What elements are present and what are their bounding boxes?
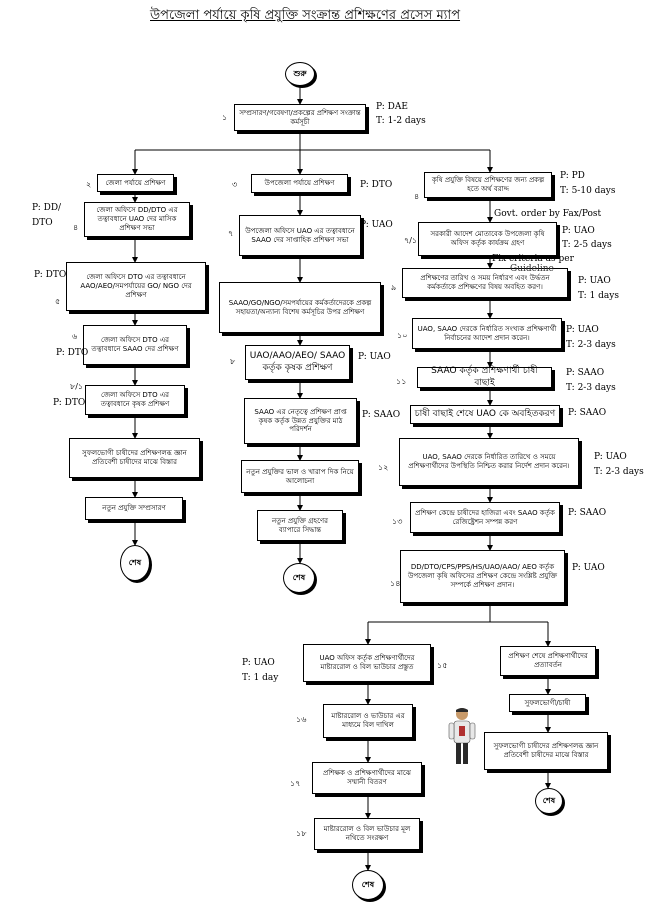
middle-end-oval: শেষ [283, 563, 315, 593]
right-step-3-time: T: 2-3 days [566, 340, 616, 350]
middle-step-6-box: নতুন প্রযুক্তি গ্রহণের ব্যাপারে সিদ্ধান্… [257, 510, 343, 541]
left-step-3-responsible: P: DTO [56, 348, 89, 358]
step-1-box: সম্প্রসারণ/গবেষণা/প্রকল্পের প্রশিক্ষণ সং… [234, 104, 366, 131]
knowledge-spread-box: সুফলভোগী চাষীদের প্রশিক্ষণলব্ধ জ্ঞান প্র… [484, 732, 608, 770]
bottom-end-oval: শেষ [352, 870, 384, 900]
step-number: ১৫ [437, 661, 448, 670]
step-3-box: উপজেলা পর্যায়ে প্রশিক্ষণ [251, 174, 348, 193]
middle-step-3-box: UAO/AAO/AEO/ SAAO কর্তৃক কৃষক প্রশিক্ষণ [245, 345, 350, 380]
left-step-1-responsible-cont: DTO [32, 218, 53, 228]
right-step-4-responsible: P: SAAO [566, 368, 605, 378]
middle-step-4-responsible: P: SAAO [362, 410, 401, 420]
step-number: ৬ [72, 332, 78, 341]
right-step-6-box: UAO, SAAO দেরকে নির্ধারিত তারিখে ও সময়ে… [399, 438, 579, 486]
step-4-time: T: 5-10 days [560, 186, 616, 196]
fix-criteria-note: Fix criteria as per [492, 254, 574, 264]
right-step-3-responsible: P: UAO [566, 325, 599, 335]
bottom-step-15-box: UAO অফিস কর্তৃক প্রশিক্ষণার্থীদের মাষ্টা… [303, 644, 431, 682]
step-number: ৪ [414, 192, 420, 201]
left-step-4-box: জেলা অফিসে DTO এর তত্বাবধানে কৃষক প্রশিক… [85, 385, 185, 415]
right-step-5-box: চাষী বাছাই শেষে UAO কে অবহিতকরণ [410, 405, 560, 424]
return-trainees-box: প্রশিক্ষণ শেষে প্রশিক্ষণার্থীদের প্রত্যা… [500, 646, 596, 676]
step-number: ১৩ [392, 517, 403, 526]
right-step-4-time: T: 2-3 days [566, 383, 616, 393]
left-step-1-box: জেলা অফিসে DD/DTO এর তত্বাবধানে UAO দের … [84, 202, 190, 237]
step-1-time: T: 1-2 days [376, 116, 426, 126]
bottom-step-15-responsible: P: UAO [242, 658, 275, 668]
left-step-2-box: জেলা অফিসে DTO এর তত্বাবধানে AAO/AEO/সমপ… [66, 262, 206, 311]
page-title: উপজেলা পর্যায়ে কৃষি প্রযুক্তি সংক্রান্ত… [150, 8, 461, 23]
step-number: ১১ [396, 377, 407, 386]
step-4-responsible: P: PD [560, 171, 585, 181]
guideline-note: Guideline [510, 264, 554, 274]
step-number: ১৬ [296, 715, 307, 724]
right-step-4-box: SAAO কর্তৃক প্রশিক্ষণার্থী চাষী বাছাই [417, 366, 552, 388]
step-number: ৫ [55, 297, 61, 306]
right-step-1-box: সরকারী আদেশ মোতাবেক উপজেলা কৃষি অফিস কর্… [418, 222, 557, 256]
step-number: ২ [86, 180, 92, 189]
right-step-8-responsible: P: UAO [572, 563, 605, 573]
step-number: ১৪ [390, 579, 401, 588]
right-step-2-time: T: 1 days [578, 291, 619, 301]
step-number: ৮/১ [70, 382, 84, 391]
right-end-oval: শেষ [535, 788, 563, 814]
step-2-box: জেলা পর্যায়ে প্রশিক্ষণ [97, 174, 174, 192]
step-1-responsible: P: DAE [376, 102, 408, 112]
step-number: ১৮ [296, 829, 307, 838]
middle-step-1-box: উপজেলা অফিসে UAO এর তত্বাবধানে SAAO দের … [239, 215, 361, 256]
bottom-step-18-box: মাষ্টাররোল ও বিল ভাউচার মূল নথিতে সংরক্ষ… [314, 818, 420, 850]
right-step-3-box: UAO, SAAO দেরকে নির্ধারিত সংখ্যক প্রশিক্… [412, 318, 562, 349]
step-3-responsible: P: DTO [360, 180, 393, 190]
govt-order-note: Govt. order by Fax/Post [494, 209, 602, 219]
middle-step-4-box: SAAO এর নেতৃত্বে প্রশিক্ষণ প্রাপ্ত কৃষক … [244, 398, 357, 444]
step-number: ১০ [397, 331, 408, 340]
middle-step-3-responsible: P: UAO [358, 352, 391, 362]
left-step-4-responsible: P: DTO [53, 398, 86, 408]
middle-step-1-responsible: P: UAO [360, 220, 393, 230]
left-step-2-responsible: P: DTO [34, 270, 67, 280]
bottom-step-17-box: প্রশিক্ষক ও প্রশিক্ষণার্থীদের মাঝে সম্মা… [312, 762, 422, 794]
left-step-3-box: জেলা অফিসে DTO এর তত্বাবধানে SAAO দের প্… [83, 325, 187, 365]
right-step-6-time: T: 2-3 days [594, 467, 644, 477]
right-step-1-time: T: 2-5 days [562, 240, 612, 250]
step-number: ৮ [230, 357, 236, 366]
step-number: ১ [222, 113, 228, 122]
middle-step-5-box: নতুন প্রযুক্তির ভাল ও খারাপ দিক নিয়ে আল… [241, 460, 359, 493]
right-step-8-box: DD/DTO/CPS/PPS/HS/UAO/AAO/ AEO কর্তৃক উপ… [400, 550, 565, 603]
farmer-figure-icon [448, 708, 476, 764]
beneficiary-box: সুফলভোগী/চাষী [509, 694, 586, 712]
right-step-6-responsible: P: UAO [594, 452, 627, 462]
left-step-5-box: সুফলভোগী চাষীদের প্রশিক্ষণলব্ধ জ্ঞান প্র… [69, 438, 200, 478]
step-number: ১৭ [290, 779, 301, 788]
left-end-oval: শেষ [120, 545, 150, 581]
step-number: ৯ [391, 283, 397, 292]
left-step-1-responsible: P: DD/ [32, 203, 62, 213]
step-number: ৭ [228, 229, 234, 238]
step-number: ৭/১ [404, 236, 418, 245]
right-step-7-responsible: P: SAAO [568, 508, 607, 518]
bottom-step-16-box: মাষ্টাররোল ও ভাউচার এর মাধ্যমে বিল দাখিল [323, 704, 413, 738]
right-step-2-responsible: P: UAO [578, 276, 611, 286]
step-number: ৪ [73, 223, 79, 232]
start-oval: শুরু [285, 62, 315, 86]
step-4-box: কৃষি প্রযুক্তি বিষয়ে প্রশিক্ষণের জন্য প… [424, 172, 552, 198]
right-step-1-responsible: P: UAO [562, 226, 595, 236]
middle-step-2-box: SAAO/GO/NGO/সমপর্যায়ের কর্মকর্তাদেরকে প… [219, 282, 381, 333]
right-step-5-responsible: P: SAAO [568, 408, 607, 418]
right-step-2-box: প্রশিক্ষণের তারিখ ও সময় নির্ধারণ এবং উর… [402, 268, 568, 298]
left-step-6-box: নতুন প্রযুক্তি সম্প্রসারণ [85, 497, 183, 520]
right-step-7-box: প্রশিক্ষণ কেন্দ্রে চাষীদের হাজিরা এবং SA… [410, 502, 560, 533]
step-number: ৩ [232, 180, 238, 189]
step-number: ১২ [378, 463, 389, 472]
bottom-step-15-time: T: 1 day [242, 673, 279, 683]
